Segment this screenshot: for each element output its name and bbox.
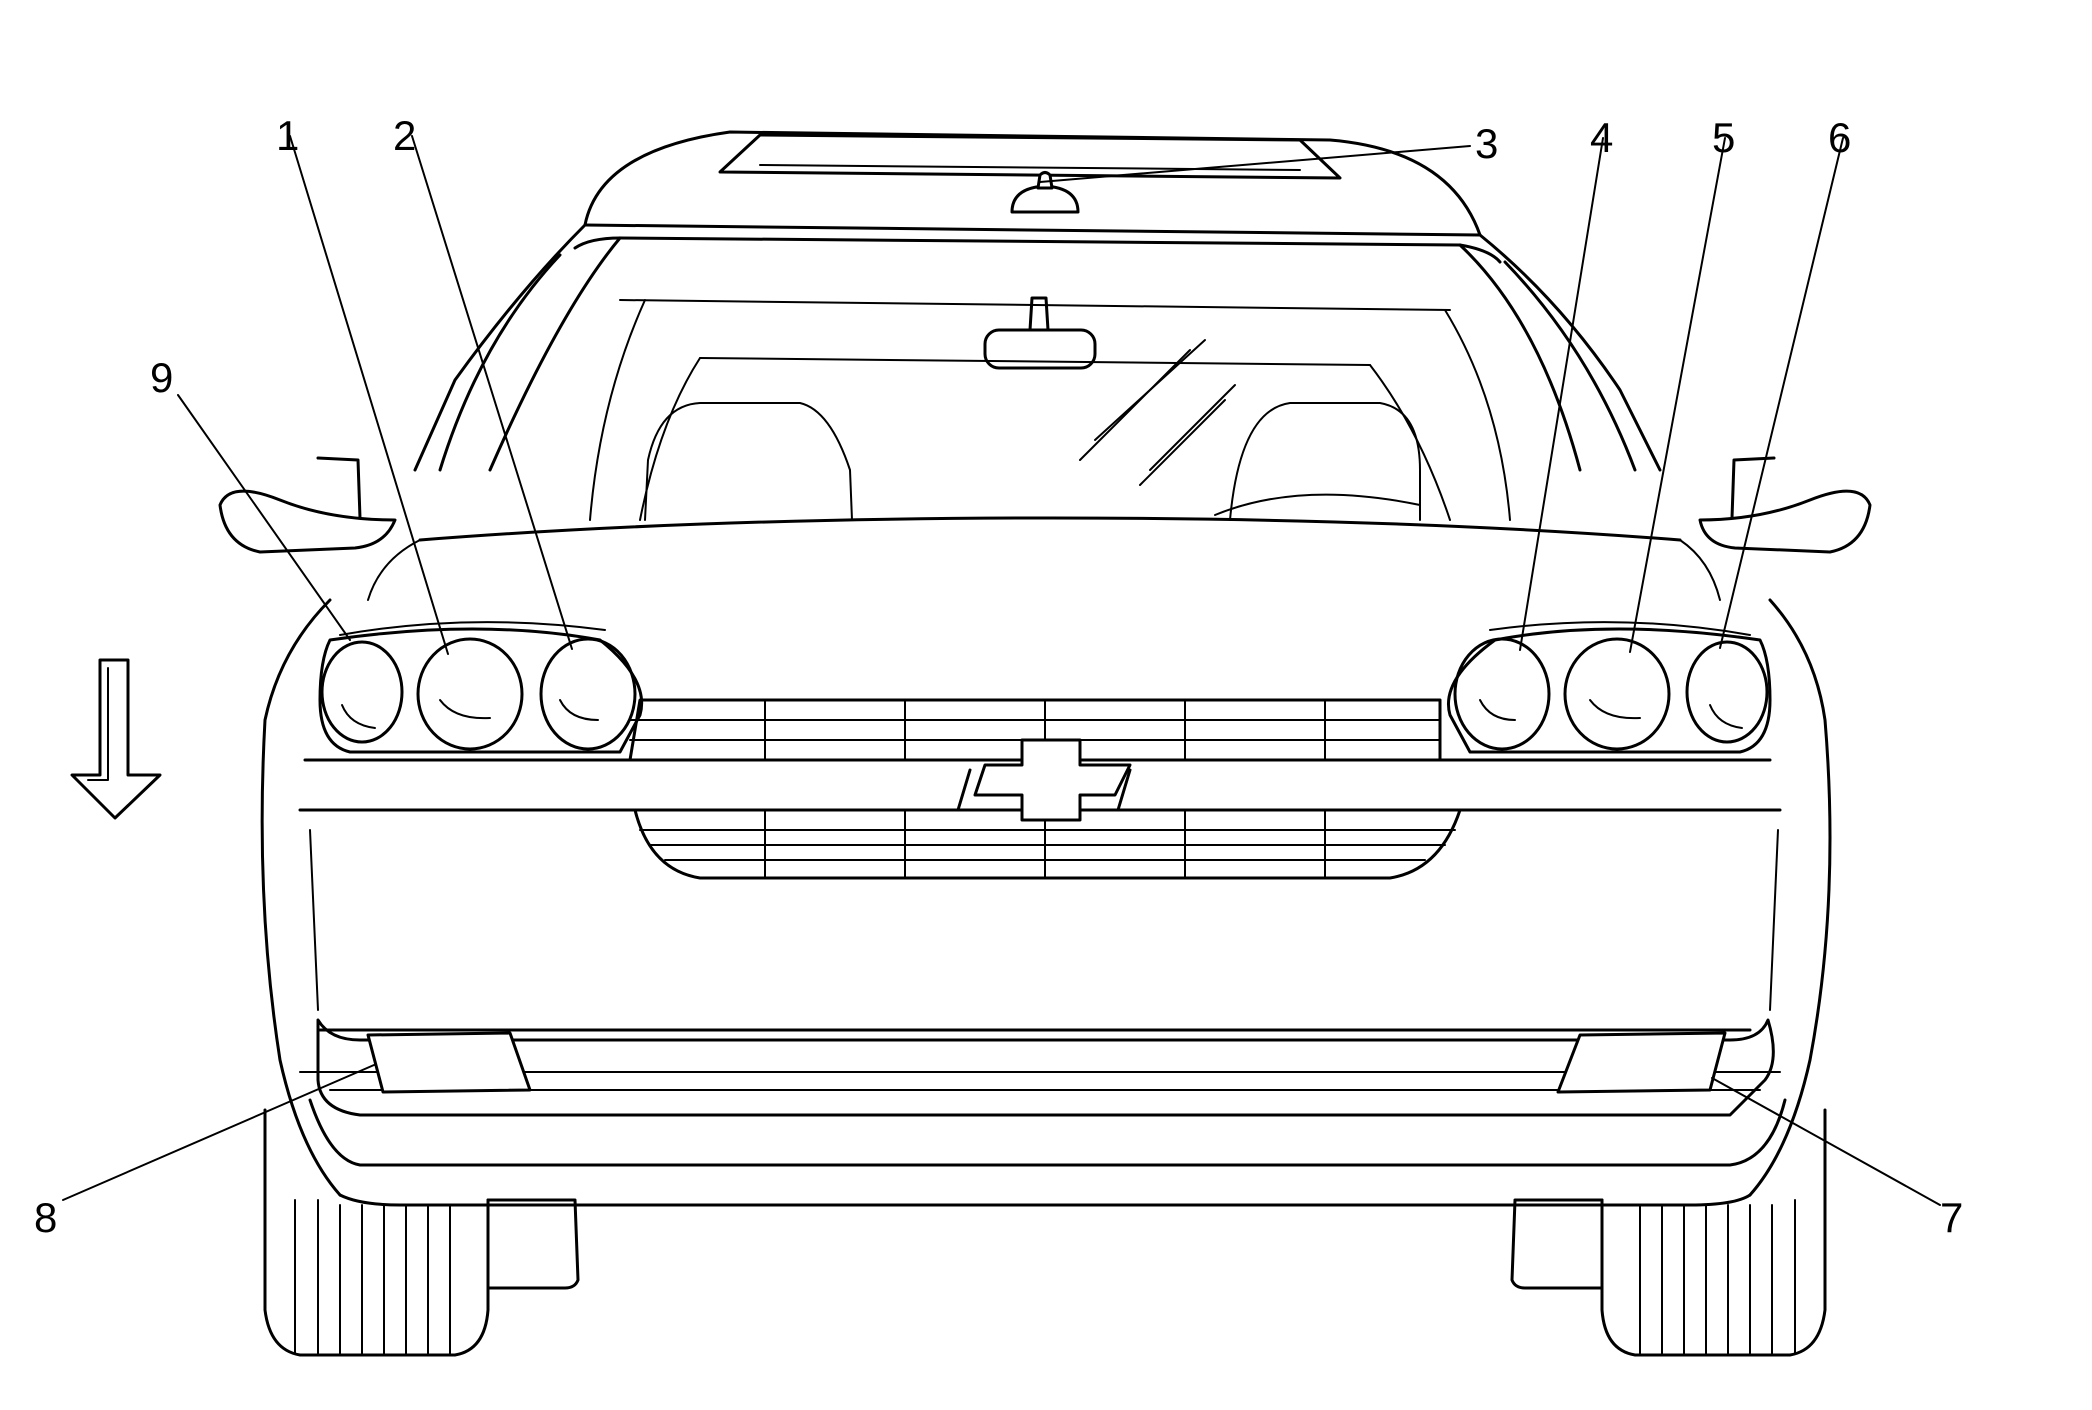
seats [644,402,1421,521]
hood [367,516,1721,601]
callout-4: 4 [1590,114,1613,161]
callout-5: 5 [1712,114,1735,161]
right-front-tire [1510,1108,1827,1357]
left-side-mirror [218,456,397,554]
left-fog-lamp [366,1031,532,1094]
down-arrow-icon [70,658,162,820]
left-front-tire [263,1108,580,1357]
callout-8: 8 [34,1194,57,1241]
callout-7: 7 [1940,1194,1963,1241]
bowtie-emblem [956,738,1132,822]
lower-grille [633,808,1462,880]
leader-lines [62,135,1941,1206]
right-fog-lamp [1556,1031,1727,1094]
glass-reflection [1079,339,1236,486]
rearview-mirror [983,296,1097,370]
front-fascia [260,598,1832,1207]
callout-9: 9 [150,354,173,401]
roof-antenna [1010,171,1080,214]
right-side-mirror [1698,456,1872,554]
roof [583,130,1482,237]
callout-2: 2 [393,112,416,159]
windshield [413,223,1662,521]
callout-3: 3 [1475,120,1498,167]
callout-labels: 1 2 3 4 5 6 7 8 9 [34,112,1963,1241]
callout-6: 6 [1828,114,1851,161]
callout-1: 1 [276,112,299,159]
left-headlamp-cluster [318,621,644,754]
